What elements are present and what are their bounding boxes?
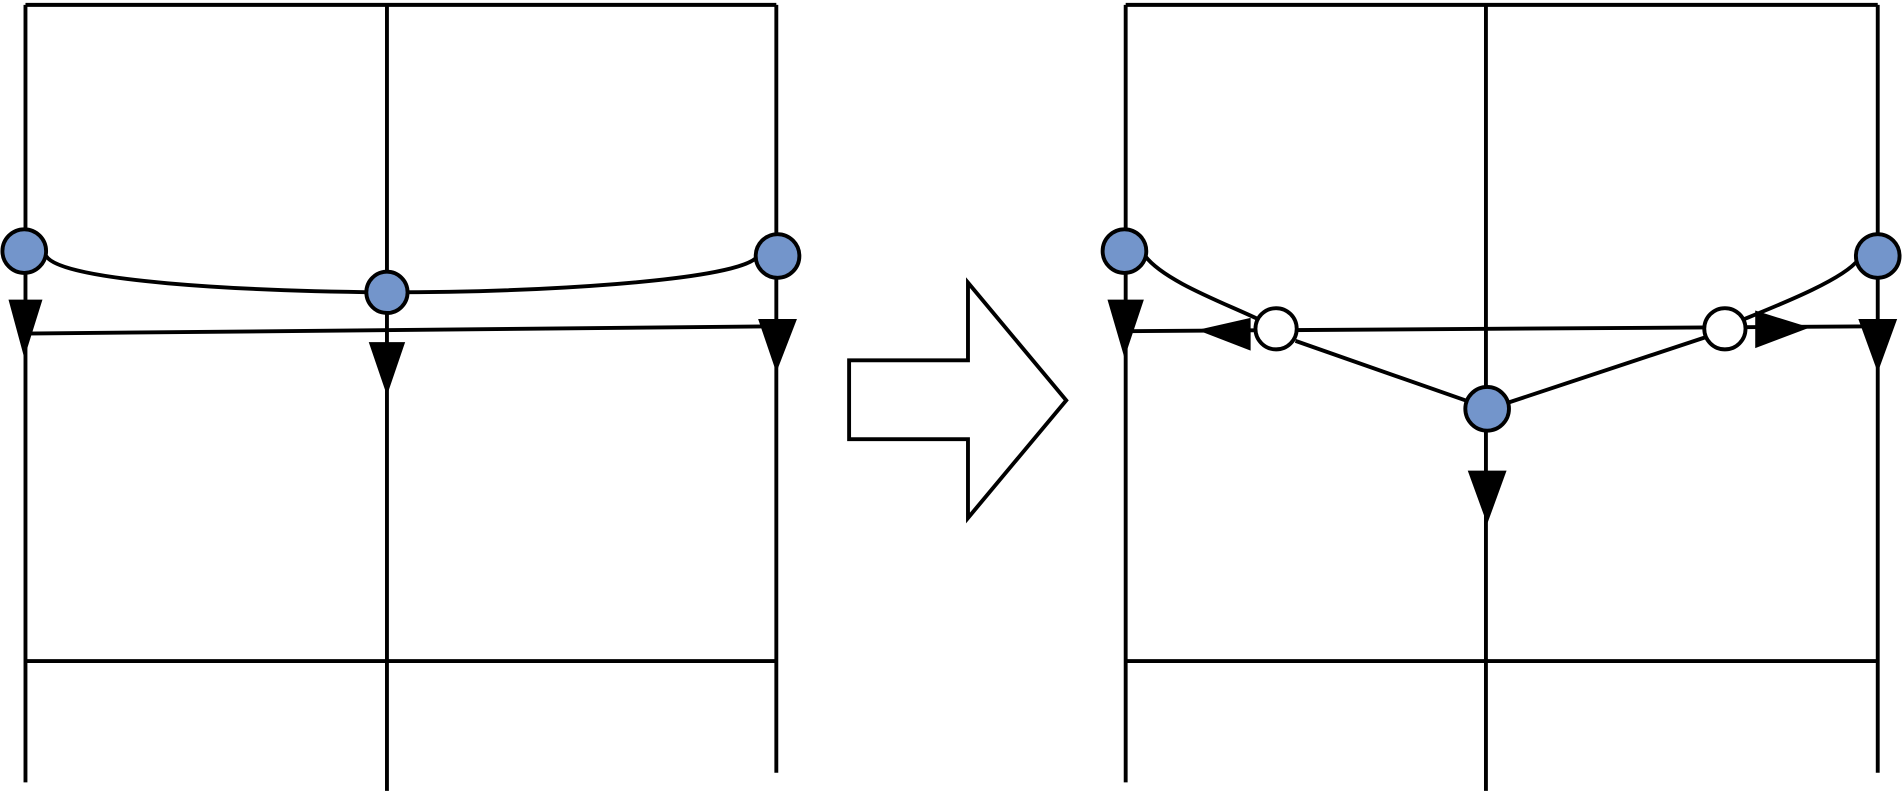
panel-after (1100, 2, 1902, 791)
open-hinge-node (1253, 306, 1299, 352)
joint-node (1853, 232, 1902, 280)
joint-node (753, 232, 802, 280)
deflected-segment (1143, 254, 1259, 321)
arrowhead-down-icon (1107, 299, 1144, 358)
arrowhead-down-icon (368, 342, 406, 396)
joint-node (1100, 227, 1149, 275)
transition-arrow-icon (847, 277, 1069, 524)
original-beam-line (1125, 324, 1878, 334)
joint-node (0, 227, 49, 275)
arrowhead-right-icon (1755, 310, 1810, 349)
arrowhead-left-icon (1197, 317, 1251, 351)
joint-node (364, 269, 410, 315)
original-beam-line (25, 324, 777, 336)
open-hinge-node (1702, 306, 1748, 352)
deflected-segment (1507, 335, 1707, 405)
deflected-segment (1294, 339, 1466, 403)
panel-before (0, 2, 802, 791)
deflected-segment (1743, 258, 1860, 321)
joint-node (1463, 385, 1511, 433)
arrowhead-down-icon (8, 299, 43, 358)
arrowhead-down-icon (758, 319, 797, 373)
arrowhead-down-icon (1858, 319, 1898, 373)
arrowhead-down-icon (1467, 470, 1507, 525)
